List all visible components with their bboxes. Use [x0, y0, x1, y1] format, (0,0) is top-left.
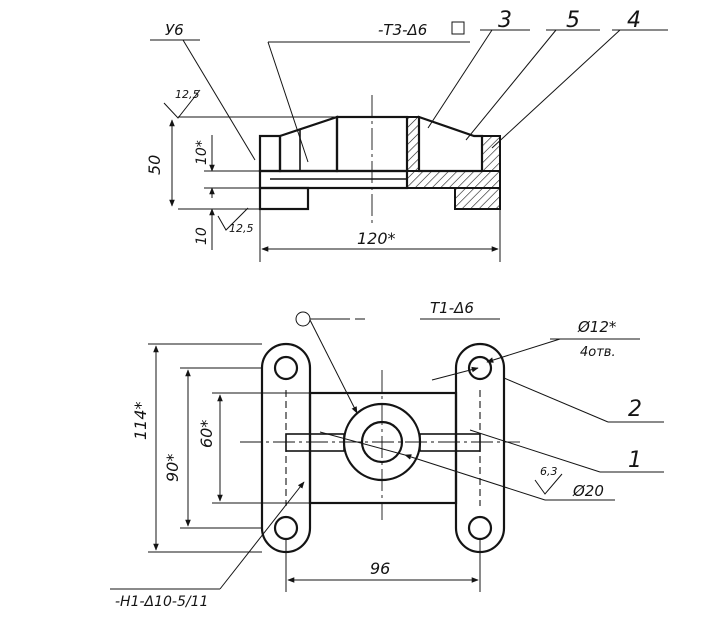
hole-diameter: Ø12*: [577, 318, 617, 336]
roughness-top: 12,5: [175, 88, 200, 101]
dim-10-star: 10*: [194, 140, 210, 165]
weld-square-icon: [451, 21, 465, 35]
part-number-1: 1: [628, 448, 642, 473]
part-number-5: 5: [566, 8, 580, 33]
weld-label-u6: У6: [165, 21, 184, 39]
dim-60: 60*: [197, 420, 216, 448]
part-number-2: 2: [628, 397, 642, 422]
dim-50: 50: [145, 155, 164, 175]
dim-120: 120*: [357, 229, 396, 248]
dim-90: 90*: [163, 454, 182, 482]
dim-96: 96: [370, 559, 390, 578]
dim-114: 114*: [131, 401, 150, 440]
top-view: Т1-Δ6 Ø12* 4отв. 2 1 6,3 Ø20 114* 90*: [110, 299, 664, 610]
weld-label-t1: Т1-Δ6: [430, 299, 474, 317]
roughness-bottom: 12,5: [229, 222, 254, 235]
weld-label-h1: -Н1-Δ10-5/11: [115, 594, 208, 610]
dim-20: Ø20: [572, 482, 604, 500]
dim-10: 10: [194, 227, 210, 245]
part-number-3: 3: [498, 8, 512, 33]
hole-count: 4отв.: [580, 345, 616, 360]
roughness-hole: 6,3: [540, 465, 558, 478]
part-number-4: 4: [627, 8, 641, 33]
weld-label-t3: -Т3-Δ6: [378, 21, 427, 39]
front-view: У6 -Т3-Δ6 3 5 4 12,5 50 10* 10: [145, 8, 668, 262]
